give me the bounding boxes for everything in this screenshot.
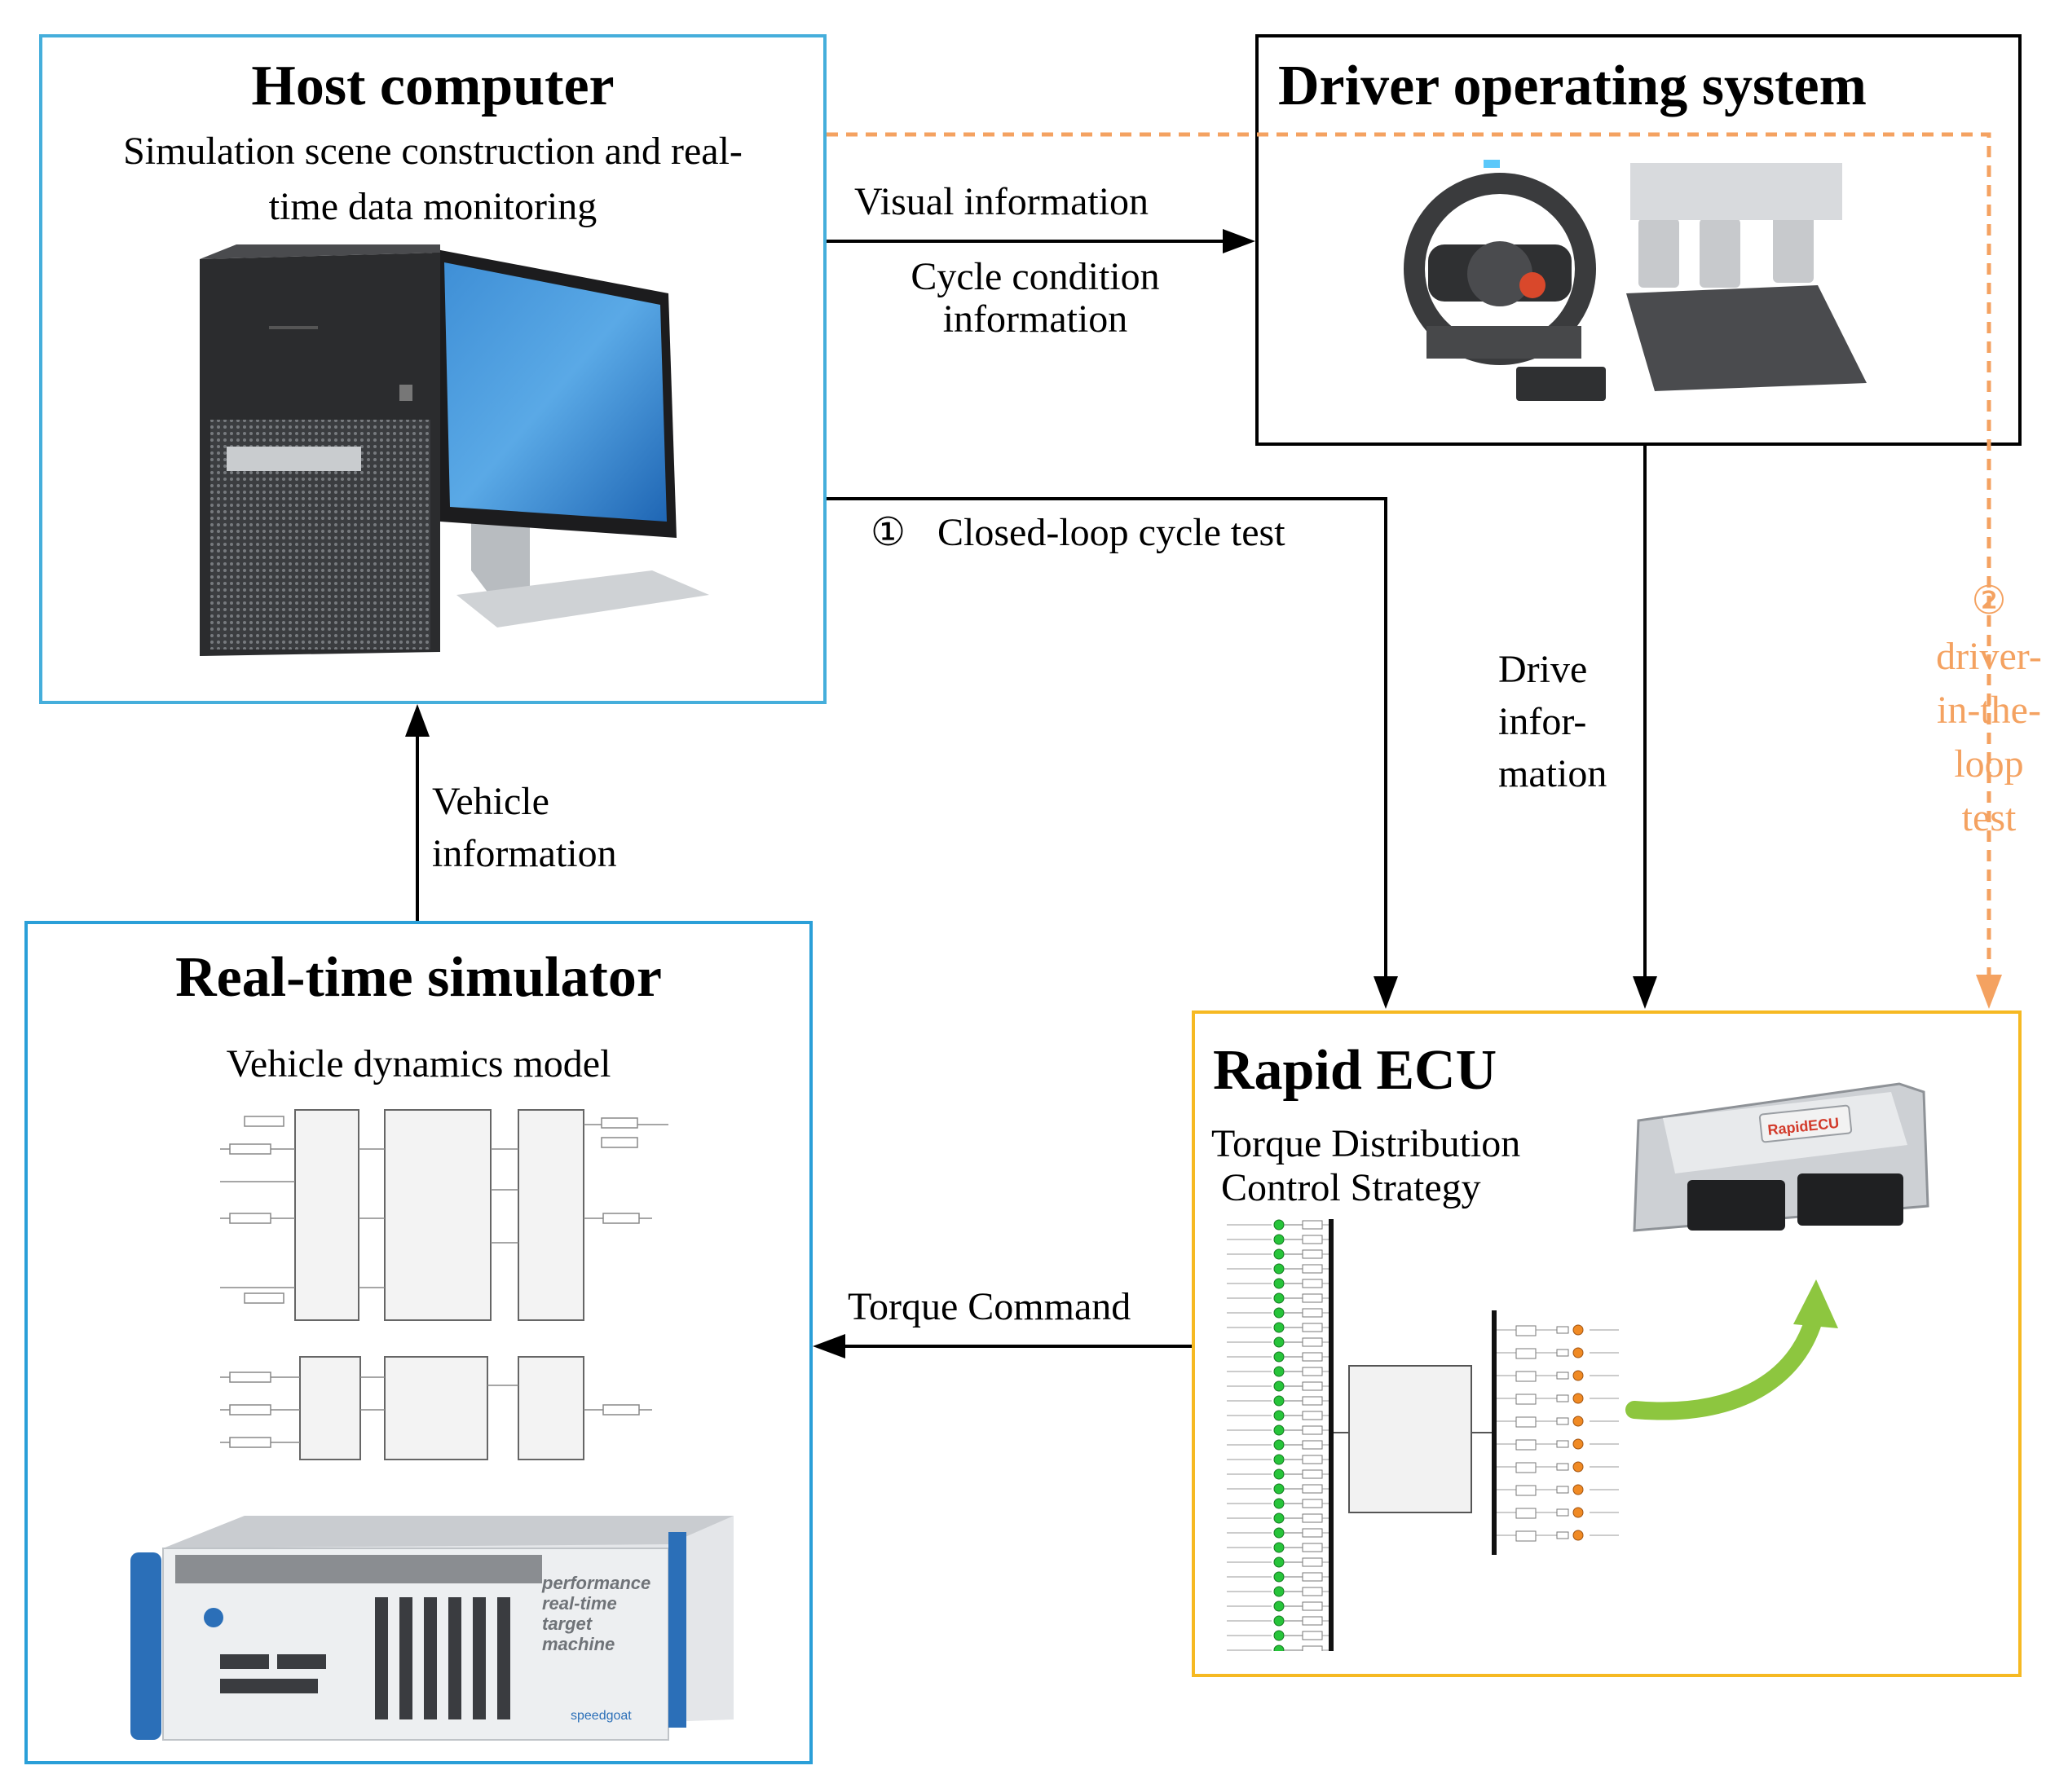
- drive-information-label-2: infor-: [1498, 700, 1587, 743]
- host-computer-title: Host computer: [251, 55, 615, 117]
- device-text-4: machine: [542, 1634, 615, 1654]
- visual-information-label: Visual information: [854, 180, 1149, 223]
- host-computer-subtitle-2: time data monitoring: [268, 185, 597, 228]
- device-text-3: target: [542, 1614, 593, 1634]
- driver-loop-label-2: in-the-: [1937, 689, 2041, 732]
- device-brand: speedgoat: [571, 1709, 632, 1723]
- drive-information-label-3: mation: [1498, 752, 1607, 795]
- drive-information-label-1: Drive: [1498, 648, 1588, 691]
- closed-loop-arrow: [827, 497, 1387, 986]
- vehicle-information-label-1: Vehicle: [432, 780, 549, 823]
- driver-loop-label-1: driver-: [1936, 635, 2042, 678]
- torque-distribution-label-1: Torque Distribution: [1211, 1122, 1521, 1165]
- cycle-condition-label-1: Cycle condition: [911, 255, 1160, 298]
- driver-loop-label-3: loop: [1954, 742, 2024, 786]
- vehicle-dynamics-model-label: Vehicle dynamics model: [226, 1042, 611, 1085]
- closed-loop-marker: ①: [871, 511, 906, 554]
- driver-operating-system-box: Driver operating system: [1255, 34, 2022, 446]
- driver-in-the-loop-arrow: [827, 132, 1991, 982]
- torque-command-label: Torque Command: [848, 1285, 1131, 1328]
- driver-operating-system-title: Driver operating system: [1278, 55, 1867, 117]
- vehicle-information-label-2: information: [432, 832, 617, 875]
- driver-loop-label-4: test: [1961, 796, 2017, 839]
- device-text-2: real-time: [542, 1593, 617, 1614]
- cycle-condition-label-2: information: [942, 297, 1128, 341]
- host-computer-subtitle-1: Simulation scene construction and real-: [123, 130, 743, 173]
- driver-loop-marker: ②: [1971, 579, 2007, 623]
- rapid-ecu-title: Rapid ECU: [1213, 1039, 1497, 1102]
- closed-loop-label: Closed-loop cycle test: [937, 511, 1285, 554]
- device-text-1: performance: [541, 1573, 650, 1593]
- real-time-simulator-title: Real-time simulator: [175, 946, 662, 1009]
- torque-distribution-label-2: Control Strategy: [1221, 1166, 1481, 1209]
